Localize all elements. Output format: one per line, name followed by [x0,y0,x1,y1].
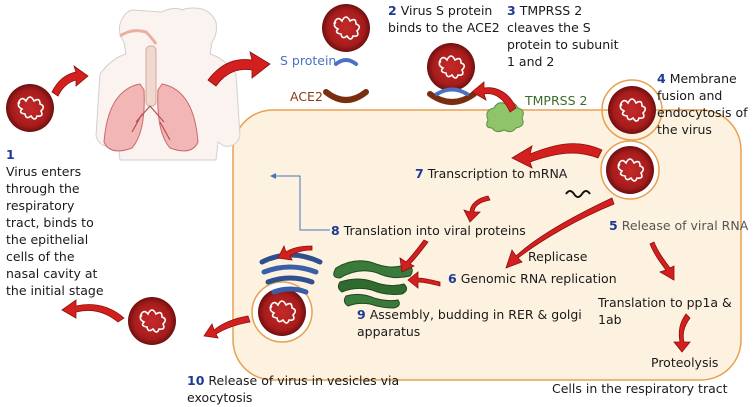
step3-number: 3 [507,3,516,18]
virus-vesicle [251,281,313,343]
s-protein-label: S protein [280,53,337,68]
step5-number: 5 [609,218,618,233]
step7-number: 7 [415,166,424,181]
arrow-to-rer [399,239,429,273]
step4-text: Membrane fusion and endocytosis of the v… [657,71,748,137]
arrow-translation [463,195,491,223]
step9-number: 9 [357,307,366,322]
virus-endosome [600,140,660,200]
virus-binding-top [321,3,371,53]
arrow-release [61,299,125,323]
virus-outside-left [5,83,55,133]
step6-number: 6 [448,271,457,286]
rer [333,260,413,309]
step1-label: 1 Virus enters through the respiratory t… [6,146,106,299]
virus-released [127,296,177,346]
step10-text: Release of virus in vesicles via exocyto… [187,373,400,405]
connector-arrow [270,173,330,231]
step10-number: 10 [187,373,205,388]
step6-text: Genomic RNA replication [460,271,617,286]
s-protein-shape [334,58,358,66]
arrow-replication [505,197,615,269]
step8-text: Translation into viral proteins [343,223,526,238]
tmprss2-label: TMPRSS 2 [525,93,588,108]
step9-text: Assembly, budding in RER & golgi apparat… [357,307,582,339]
step2-text: Virus S protein binds to the ACE2 [388,3,500,35]
arrow-transcription [511,143,603,169]
arrow-proteolysis [673,313,691,353]
step1-number: 1 [6,147,15,162]
arrow-pp1a [649,241,675,281]
proteolysis-label: Proteolysis [651,355,719,370]
step1-text: Virus enters through the respiratory tra… [6,164,104,298]
arrow-to-golgi [277,244,313,261]
step2-number: 2 [388,3,397,18]
ace2-label: ACE2 [290,89,323,104]
cells-label: Cells in the respiratory tract [552,381,728,396]
respiratory-tract-figure [95,7,241,161]
ace2-shape [323,89,369,103]
arrow-rer-in [407,271,441,289]
arrow-enter [51,64,89,97]
viral-rna [565,190,591,198]
s-protein-bound-shape [435,87,469,96]
replicase-label: Replicase [528,249,588,264]
step3-text: TMPRSS 2 cleaves the S protein to subuni… [507,3,619,69]
arrow-exocytosis [203,315,251,339]
arrow-to-binding [207,51,271,87]
step8-number: 8 [331,223,340,238]
virus-tmprss2 [426,42,476,92]
pp1a-label: Translation to pp1a & 1ab [598,295,732,327]
virus-fusion [601,79,663,141]
step4-number: 4 [657,71,666,86]
ace2-bound-shape [427,91,477,105]
tmprss2-blob [486,102,524,133]
step5-text: Release of viral RNA [621,218,749,233]
step7-text: Transcription to mRNA [427,166,568,181]
arrow-tmprss2 [471,81,517,113]
